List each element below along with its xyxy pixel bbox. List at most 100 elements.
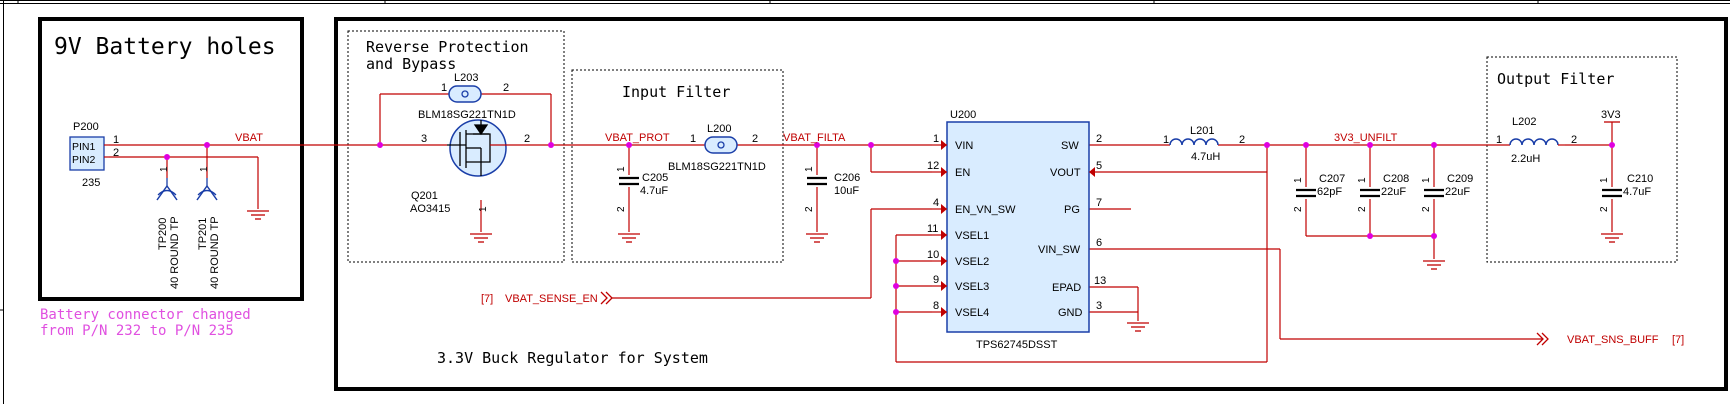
net-label-3v3-unfilt: 3V3_UNFILT [1334, 132, 1398, 144]
part-label: BLM18SG221TN1D [418, 109, 516, 121]
offsheet-arrow-icon [605, 291, 613, 305]
inductor-l201[interactable]: L201 1 2 4.7uH [1163, 125, 1245, 163]
part-label: TPS62745DSST [976, 339, 1058, 351]
pin-name: VSEL3 [955, 281, 989, 293]
pin-name: VOUT [1050, 167, 1081, 179]
offsheet-port-vbat-sense-en[interactable]: [7] VBAT_SENSE_EN [481, 291, 613, 305]
ic-u200[interactable]: U200 TPS62745DSST 1 12 4 11 1 [927, 109, 1106, 351]
value-label: 2.2uH [1511, 153, 1540, 165]
buck-block-title: 3.3V Buck Regulator for System [437, 349, 708, 367]
buck-block-frame [334, 17, 1728, 391]
pin-name: EPAD [1052, 282, 1081, 294]
part-number: 235 [82, 177, 100, 189]
pin-number: 1 [690, 133, 696, 145]
capacitor-icon [1422, 188, 1446, 198]
ref-label: L202 [1512, 116, 1536, 128]
offsheet-label: VBAT_SNS_BUFF [1567, 334, 1659, 346]
testpoint-type: 40 ROUND TP [209, 216, 221, 289]
pin-number: 2 [616, 206, 627, 212]
pin-number: 2 [1293, 206, 1304, 212]
pin-number: 2 [752, 133, 758, 145]
offsheet-arrow-icon [1541, 332, 1549, 346]
pin-number: 2 [1239, 134, 1245, 146]
pin-number: 3 [1096, 300, 1102, 312]
ferrite-bead-icon [704, 136, 738, 154]
wires [109, 93, 1613, 363]
capacitor-icon [1294, 188, 1318, 198]
battery-note-line1: Battery connector changed [40, 307, 251, 323]
reverse-block-title-line1: Reverse Protection [366, 38, 529, 56]
ref-label: C207 [1319, 173, 1345, 185]
pin-number: 6 [1096, 237, 1102, 249]
value-label: 62pF [1317, 186, 1342, 198]
capacitor-c207[interactable]: 1 2 C207 62pF [1293, 173, 1345, 212]
testpoint-type: 40 ROUND TP [169, 216, 181, 289]
inductor-l202[interactable]: L202 1 2 2.2uH [1490, 116, 1577, 165]
pin-number: 2 [1096, 133, 1102, 145]
part-label: BLM18SG221TN1D [668, 161, 766, 173]
input-filter-title: Input Filter [622, 83, 730, 101]
pin-number: 1 [1496, 134, 1502, 146]
capacitor-c208[interactable]: 1 2 C208 22uF [1357, 173, 1409, 212]
ferrite-bead-icon [448, 85, 482, 103]
offsheet-arrow-icon [600, 291, 608, 305]
net-label-vbat: VBAT [235, 132, 263, 144]
ref-label: L201 [1190, 125, 1214, 137]
ref-label: U200 [950, 109, 976, 121]
pin-name: VSEL2 [955, 256, 989, 268]
ref-label: P200 [73, 121, 99, 133]
ferrite-l203[interactable]: L203 1 2 BLM18SG221TN1D [418, 72, 516, 121]
pin-number: 13 [1094, 275, 1106, 287]
pin-name: PG [1064, 204, 1080, 216]
ref-label: L200 [707, 123, 731, 135]
pin-number: 1 [1163, 134, 1169, 146]
connector-body [69, 136, 105, 171]
pin-name: VSEL1 [955, 230, 989, 242]
pin-number: 1 [1599, 177, 1610, 183]
ref-label: C208 [1383, 173, 1409, 185]
pin-number: 2 [113, 147, 119, 159]
pin-name: PIN1 [72, 141, 96, 153]
offsheet-port-vbat-sns-buff[interactable]: VBAT_SNS_BUFF [7] [1536, 332, 1684, 346]
pin-number: 9 [933, 274, 939, 286]
battery-note-line2: from P/N 232 to P/N 235 [40, 323, 234, 339]
ref-label: C206 [834, 172, 860, 184]
testpoint-tp200[interactable]: 1 TP200 40 ROUND TP [156, 166, 181, 289]
output-filter-title: Output Filter [1497, 70, 1614, 88]
value-label: 4.7uF [640, 185, 668, 197]
value-label: 22uF [1445, 186, 1470, 198]
pin-number: 5 [1096, 160, 1102, 172]
offsheet-ref: [7] [1672, 334, 1684, 346]
testpoint-tp201[interactable]: 1 TP201 40 ROUND TP [196, 166, 221, 289]
pin-name: SW [1061, 140, 1079, 152]
offsheet-arrow-icon [1536, 332, 1544, 346]
inductor-coil-icon [1169, 138, 1219, 146]
pin-number: 2 [503, 82, 509, 94]
pin-number: 1 [1357, 177, 1368, 183]
testpoint-ref: TP200 [157, 218, 169, 250]
capacitor-c205[interactable]: 1 2 C205 4.7uF [616, 166, 668, 212]
capacitor-c210[interactable]: 1 2 C210 4.7uF [1599, 173, 1653, 212]
value-label: 4.7uF [1623, 186, 1651, 198]
pin-number: 10 [927, 249, 939, 261]
ferrite-l200[interactable]: L200 1 2 BLM18SG221TN1D [668, 123, 766, 173]
pin-number: 2 [524, 133, 530, 145]
pin-name: PIN2 [72, 154, 96, 166]
pin-number: 1 [441, 82, 447, 94]
pin-name: VIN_SW [1038, 244, 1081, 256]
junction-dots [164, 142, 1615, 315]
capacitor-c206[interactable]: 1 2 C206 10uF [804, 166, 860, 212]
net-label-vbat-prot: VBAT_PROT [605, 132, 670, 144]
capacitor-icon [1358, 188, 1382, 198]
connector-p200[interactable]: P200 PIN1 PIN2 235 1 2 [69, 121, 119, 189]
pin-number: 2 [1421, 206, 1432, 212]
value-label: 22uF [1381, 186, 1406, 198]
ref-label: L203 [454, 72, 478, 84]
capacitor-c209[interactable]: 1 2 C209 22uF [1421, 173, 1473, 212]
mosfet-q201[interactable]: 3 2 1 Q201 AO3415 [410, 119, 530, 215]
ref-label: C205 [642, 172, 668, 184]
pin-name: VSEL4 [955, 307, 989, 319]
inductor-coil-icon [1509, 138, 1559, 146]
input-filter-frame [571, 69, 784, 263]
